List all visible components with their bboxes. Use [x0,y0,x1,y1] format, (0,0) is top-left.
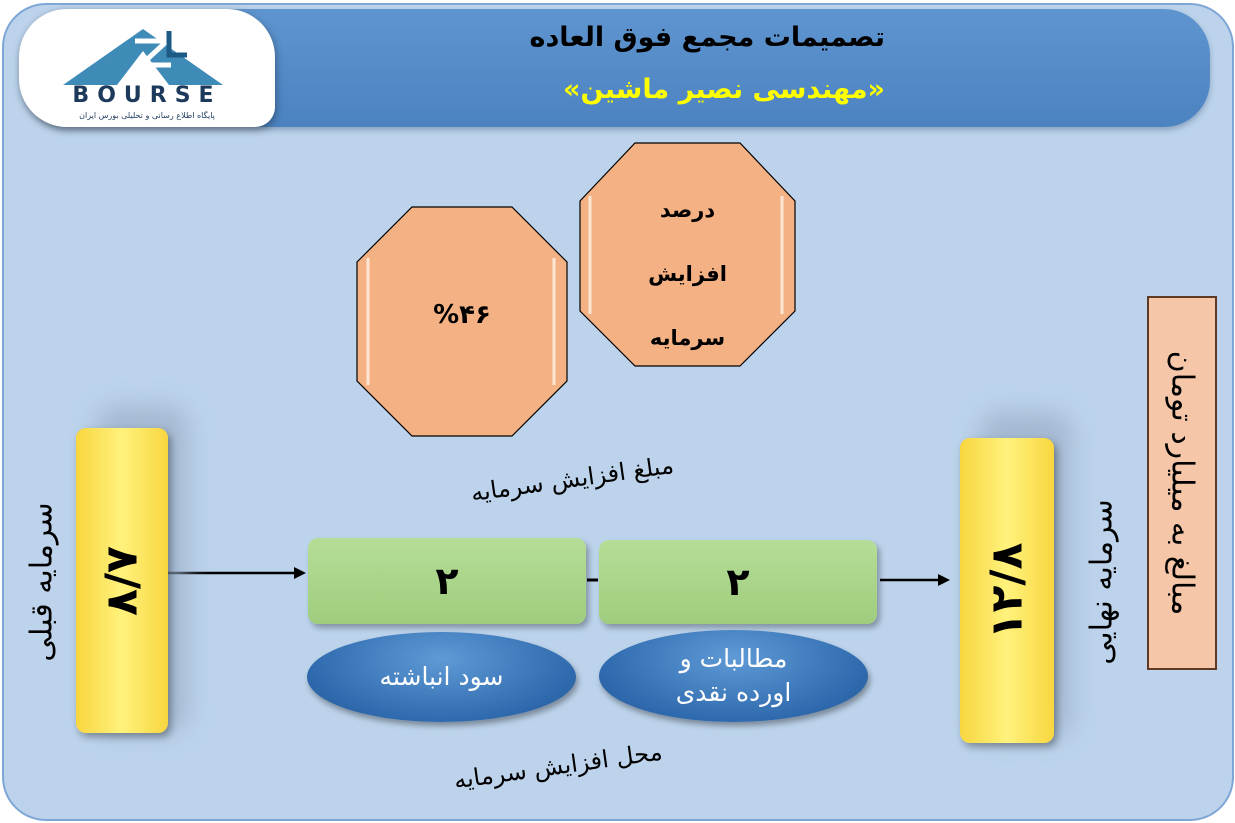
percent-label-line3: سرمایه [649,326,726,350]
capital-after-bar: ۱۲/۸ [960,438,1054,743]
retained-earnings-oval: سود انباشته [307,632,576,722]
cash-contribution-amount: ۲ [599,540,877,624]
logo-tagline: پایگاه اطلاع رسانی و تحلیلی بورس ایران [79,111,215,120]
cash-contribution-line2: اورده نقدی [675,678,792,707]
percent-label-line2: افزایش [648,262,727,286]
capital-before-value: ۸/۷ [96,545,148,616]
company-name: «مهندسی نصیر ماشین» [563,74,885,105]
percent-label: درصد افزایش سرمایه [600,178,775,370]
retained-earnings-name: سود انباشته [379,662,504,692]
bourse-logo: BOURSE پایگاه اطلاع رسانی و تحلیلی بورس … [19,9,275,127]
retained-earnings-amount: ۲ [308,538,586,624]
capital-before-bar: ۸/۷ [76,428,168,733]
percent-value: %۴۶ [433,300,491,330]
capital-after-label: سرمایه نهایی [1084,499,1120,665]
percent-label-hexagon [579,142,796,367]
logo-wordmark: BOURSE [72,83,222,108]
unit-note: مبالغ به میلیارد تومان [1164,350,1200,616]
percent-value-hexagon [356,206,568,437]
capital-before-label: سرمایه قبلی [24,502,60,662]
logo-mountain-icon [63,29,223,85]
page-title: تصمیمات مجمع فوق العاده [529,22,885,53]
percent-label-line1: درصد [659,198,716,222]
capital-after-value: ۱۲/۸ [981,542,1033,639]
cash-contribution-oval: مطالبات و اورده نقدی [599,630,868,722]
cash-contribution-line1: مطالبات و [679,644,788,674]
unit-note-box: مبالغ به میلیارد تومان [1147,296,1217,670]
